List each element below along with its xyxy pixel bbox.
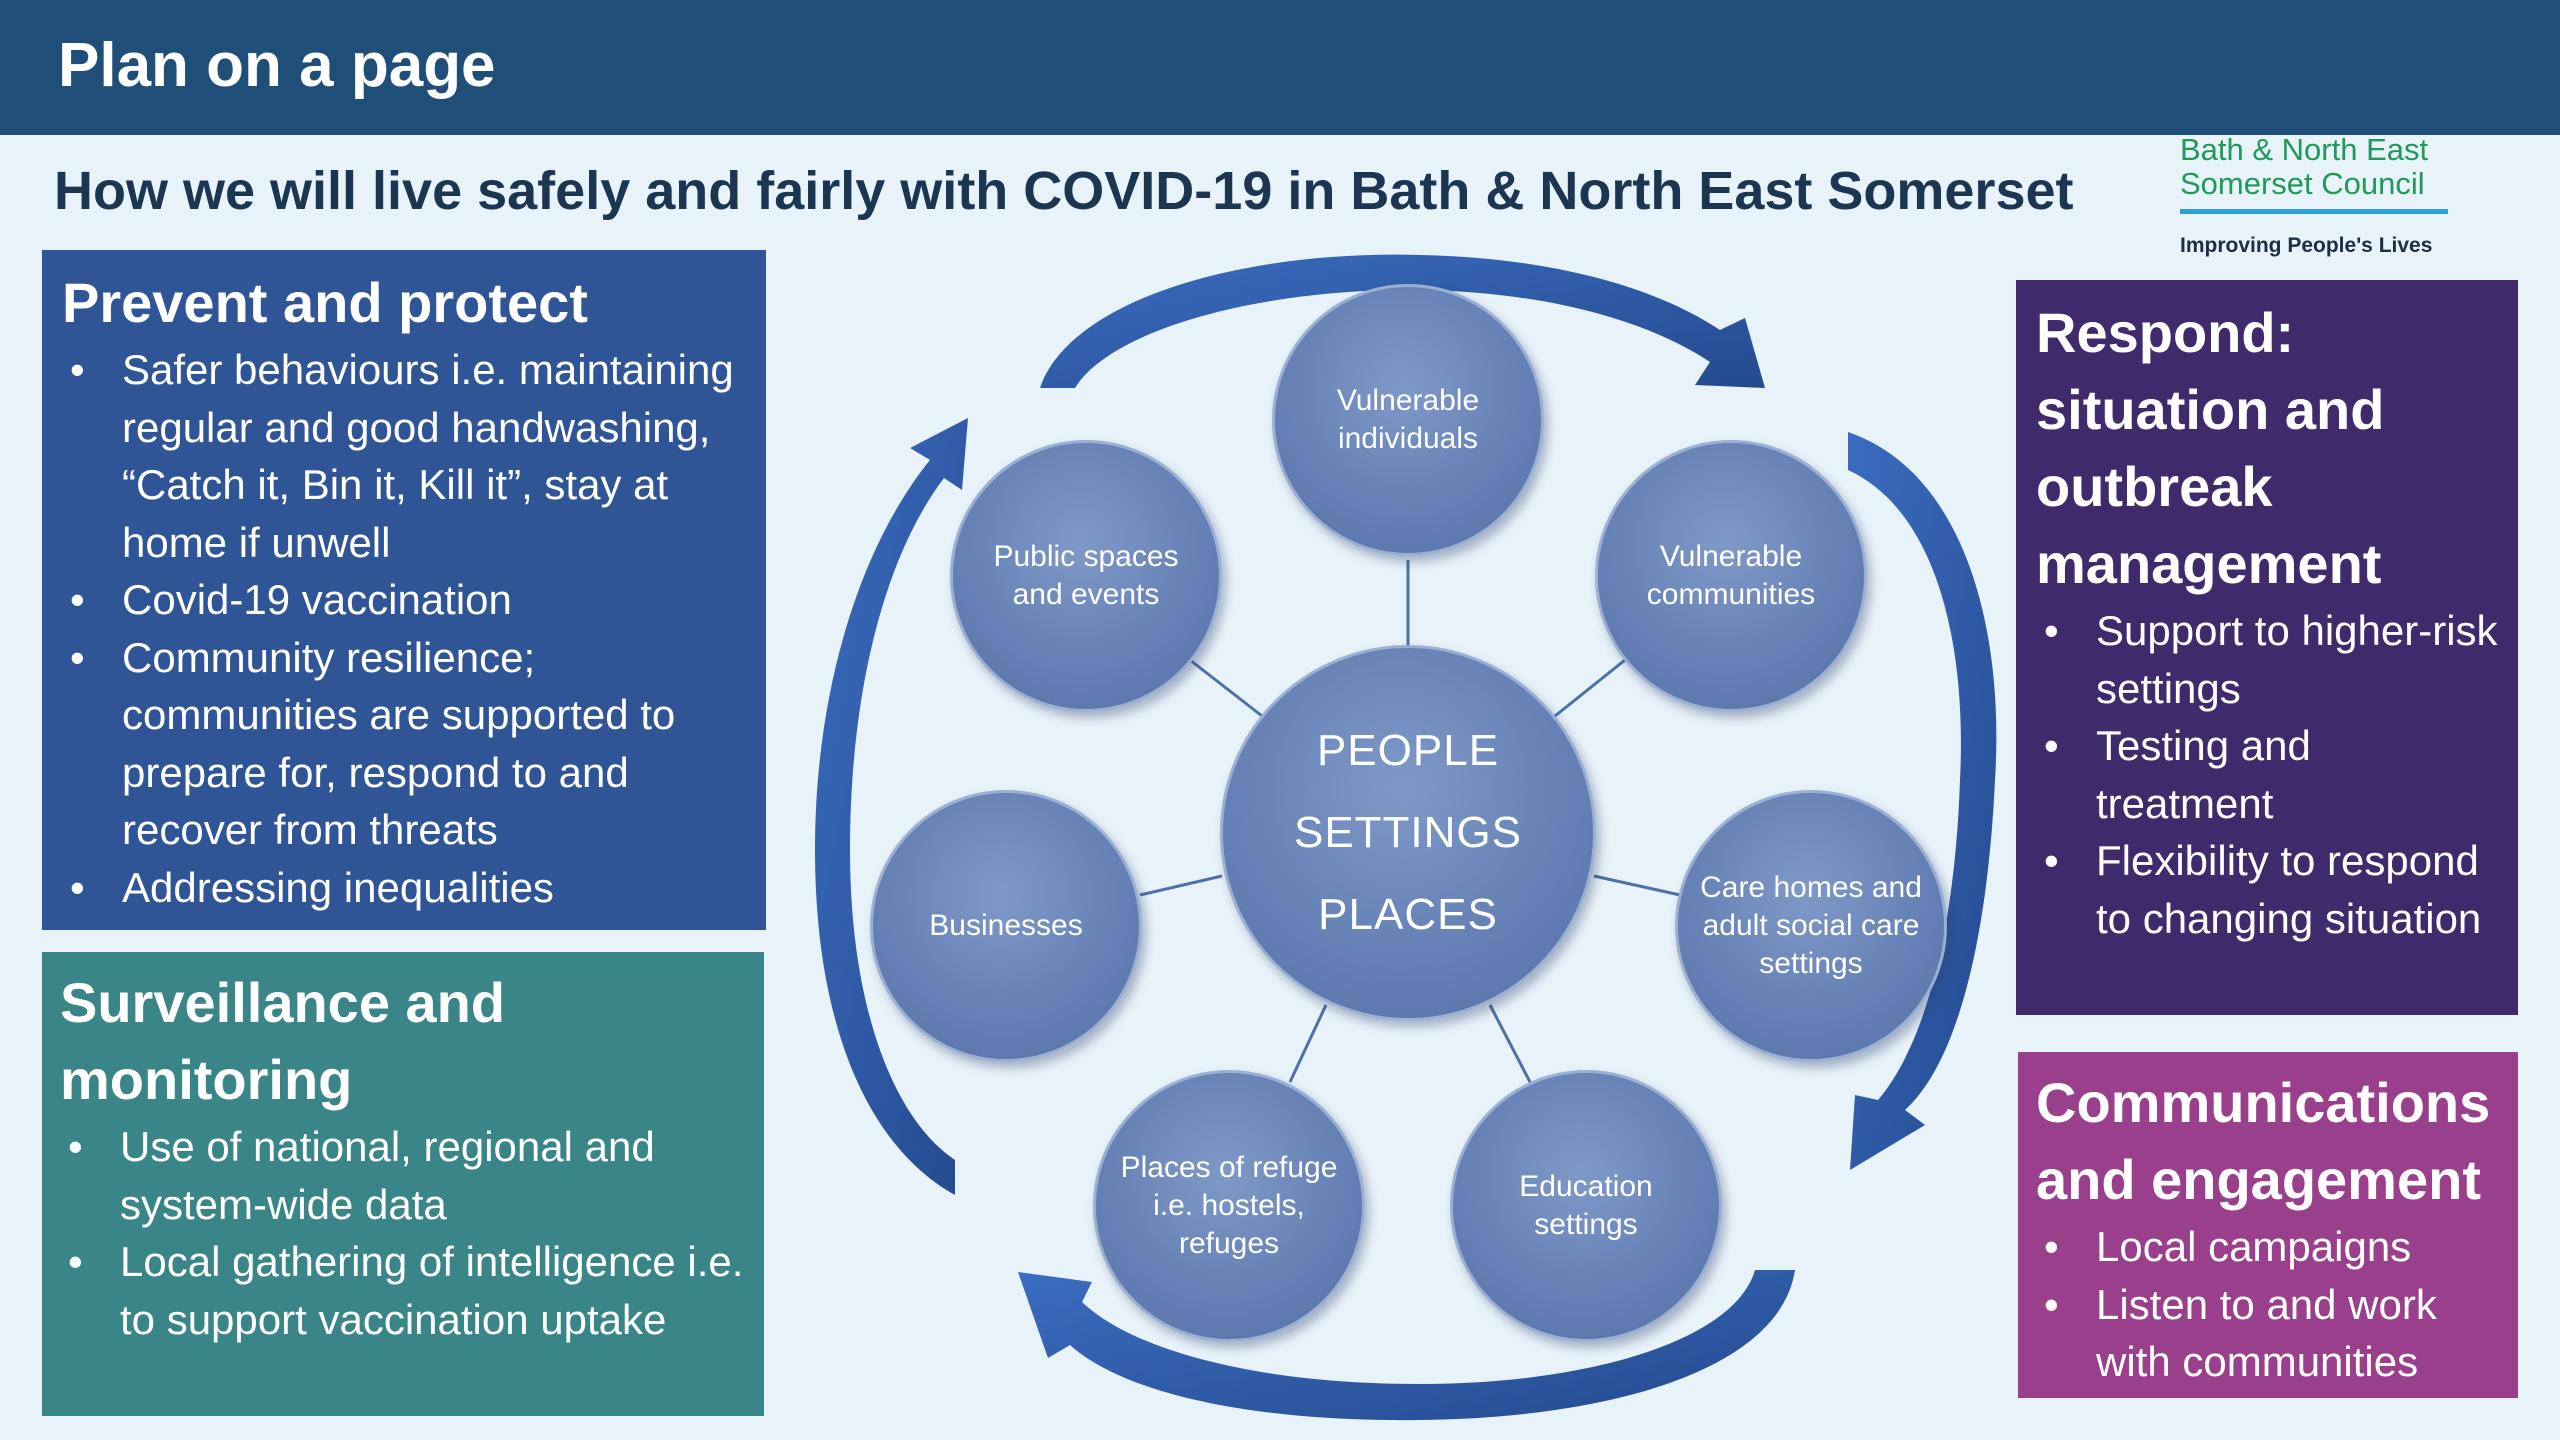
center-label-settings: SETTINGS bbox=[1293, 808, 1523, 857]
list-item: Use of national, regional and system-wid… bbox=[60, 1118, 746, 1233]
comms-list: Local campaigns Listen to and work with … bbox=[2036, 1218, 2500, 1391]
list-item: Testing and treatment bbox=[2036, 717, 2498, 832]
list-item: Listen to and work with communities bbox=[2036, 1276, 2500, 1391]
node-businesses: Businesses bbox=[870, 790, 1142, 1062]
comms-panel-title: Communications and engagement bbox=[2036, 1071, 2491, 1211]
page-title: Plan on a page bbox=[58, 31, 496, 100]
surveillance-panel-title: Surveillance and monitoring bbox=[60, 971, 506, 1111]
node-label: Public spaces and events bbox=[993, 540, 1179, 611]
prevent-and-protect-panel: Prevent and protect Safer behaviours i.e… bbox=[42, 250, 766, 930]
logo-line-1: Bath & North East bbox=[2180, 132, 2429, 167]
center-label-people: PEOPLE bbox=[1316, 726, 1500, 775]
list-item: Community resilience; communities are su… bbox=[62, 629, 746, 859]
surveillance-and-monitoring-panel: Surveillance and monitoring Use of natio… bbox=[42, 952, 764, 1416]
surveillance-list: Use of national, regional and system-wid… bbox=[60, 1118, 746, 1348]
spoke-line bbox=[1488, 1004, 1532, 1083]
node-education-settings: Education settings bbox=[1450, 1070, 1722, 1342]
center-label-places: PLACES bbox=[1318, 890, 1498, 939]
logo-tagline: Improving People's Lives bbox=[2180, 234, 2433, 257]
council-logo: Bath & North East Somerset Council Impro… bbox=[2180, 133, 2450, 268]
prevent-panel-title: Prevent and protect bbox=[62, 271, 588, 334]
list-item: Safer behaviours i.e. maintaining regula… bbox=[62, 341, 746, 571]
spoke-line bbox=[1554, 658, 1626, 718]
node-vulnerable-communities: Vulnerable communities bbox=[1595, 440, 1867, 712]
node-center: PEOPLE SETTINGS PLACES bbox=[1220, 645, 1596, 1021]
respond-panel: Respond: situation and outbreak manageme… bbox=[2016, 280, 2518, 1015]
respond-panel-title: Respond: situation and outbreak manageme… bbox=[2036, 301, 2385, 595]
spoke-line bbox=[1189, 658, 1263, 718]
spoke-line bbox=[1139, 874, 1223, 897]
node-places-of-refuge: Places of refuge i.e. hostels, refuges bbox=[1093, 1070, 1365, 1342]
list-item: Addressing inequalities bbox=[62, 859, 746, 917]
communications-panel: Communications and engagement Local camp… bbox=[2018, 1052, 2518, 1398]
list-item: Covid-19 vaccination bbox=[62, 571, 746, 629]
node-label: Education settings bbox=[1519, 1170, 1653, 1241]
logo-rule bbox=[2180, 209, 2448, 214]
header-bar: Plan on a page bbox=[0, 0, 2560, 135]
prevent-list: Safer behaviours i.e. maintaining regula… bbox=[62, 341, 746, 916]
arrow-right bbox=[1848, 432, 1997, 1170]
node-label: Vulnerable communities bbox=[1646, 540, 1816, 611]
list-item: Support to higher-risk settings bbox=[2036, 602, 2498, 717]
node-label: Vulnerable individuals bbox=[1336, 384, 1480, 455]
node-vulnerable-individuals: Vulnerable individuals bbox=[1272, 284, 1544, 556]
node-label: Businesses bbox=[929, 909, 1083, 942]
node-care-homes: Care homes and adult social care setting… bbox=[1675, 790, 1947, 1062]
node-label: Care homes and adult social care setting… bbox=[1700, 871, 1922, 980]
node-public-spaces: Public spaces and events bbox=[950, 440, 1222, 712]
list-item: Local gathering of intelligence i.e. to … bbox=[60, 1233, 746, 1348]
logo-line-2: Somerset Council bbox=[2180, 166, 2425, 201]
page-subtitle: How we will live safely and fairly with … bbox=[54, 161, 2074, 221]
spoke-line bbox=[1288, 1004, 1328, 1083]
spoke-line bbox=[1593, 874, 1681, 897]
list-item: Flexibility to respond to changing situa… bbox=[2036, 832, 2498, 947]
node-label: Places of refuge i.e. hostels, refuges bbox=[1120, 1151, 1338, 1260]
list-item: Local campaigns bbox=[2036, 1218, 2500, 1276]
respond-list: Support to higher-risk settings Testing … bbox=[2036, 602, 2498, 947]
